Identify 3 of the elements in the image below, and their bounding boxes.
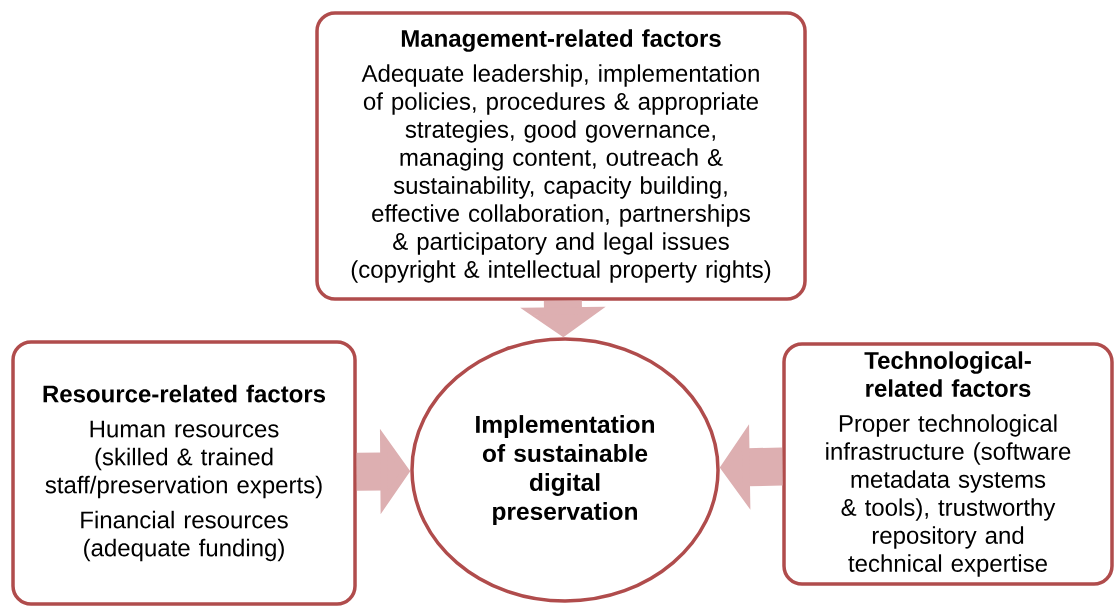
factor-box: Technological-related factors Proper technological infrastructure (software metadata systems & tools), trustworthy repository and technical expertise [782, 342, 1114, 586]
factor-box: Resource-related factors Human resources (skilled & trained staff/preservation experts) Financial resources (adequate funding) [11, 340, 357, 606]
factor-box: Management-related factors Adequate leadership, implementation of policies, procedures & appropriate strategies, good governance, managing content, outreach & sustainability, capacity building, effective collaboration, partnerships & participatory and legal issues (copyright & intellectual property rights) [315, 11, 807, 301]
